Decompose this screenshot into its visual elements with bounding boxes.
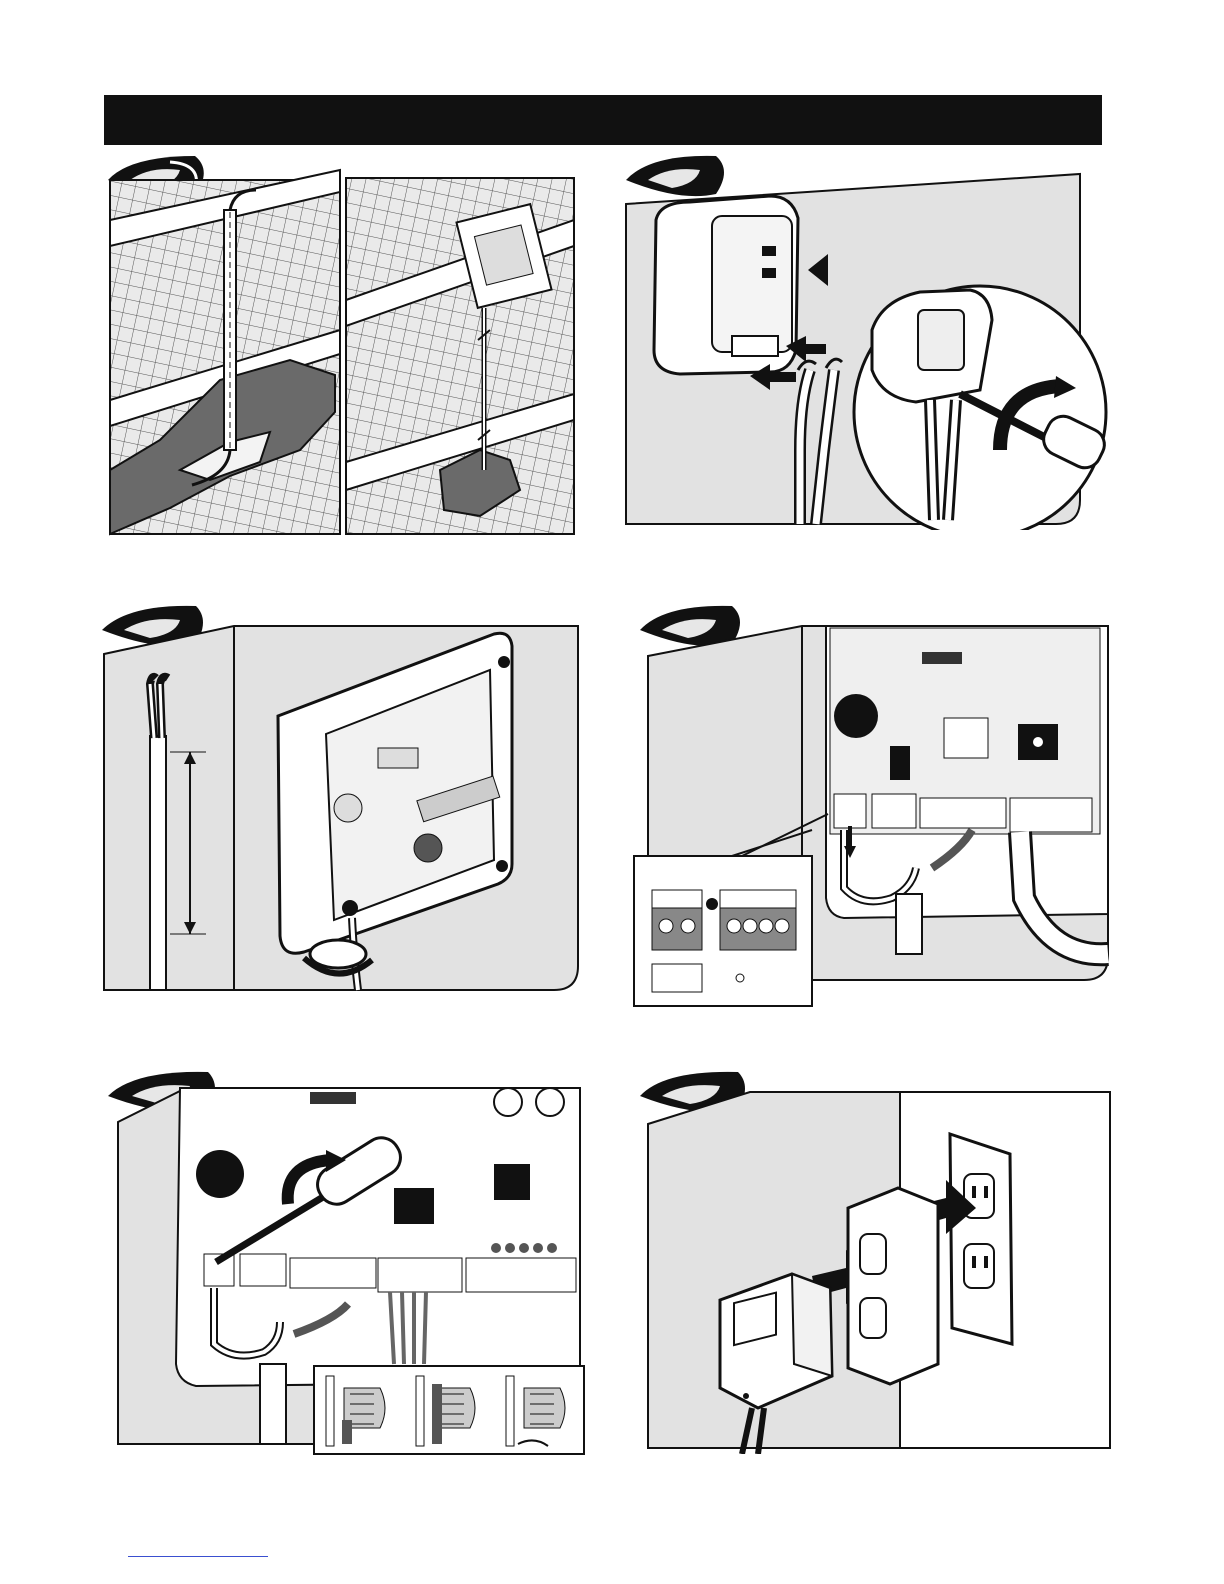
circuit-board-illustration: [826, 626, 1108, 954]
step-2-badge-icon: [626, 156, 724, 196]
step-3-panel: [98, 598, 584, 994]
step-2-panel: [620, 150, 1110, 530]
wall-outlet-plate: [950, 1134, 1012, 1344]
mounted-box-on-fence-illustration: [346, 178, 574, 534]
wire-insertion-detail-inset: [314, 1366, 584, 1454]
outlet-adapter-box: [848, 1188, 938, 1384]
step-5-panel: [104, 1064, 590, 1456]
footer-link-underline[interactable]: [128, 1556, 268, 1557]
section-header-bar: [104, 95, 1102, 145]
fence-wire-trench-illustration: [110, 170, 340, 534]
step-6-panel: [634, 1064, 1114, 1454]
step-1-panel: [100, 150, 580, 540]
step-4-panel: [632, 598, 1112, 1008]
